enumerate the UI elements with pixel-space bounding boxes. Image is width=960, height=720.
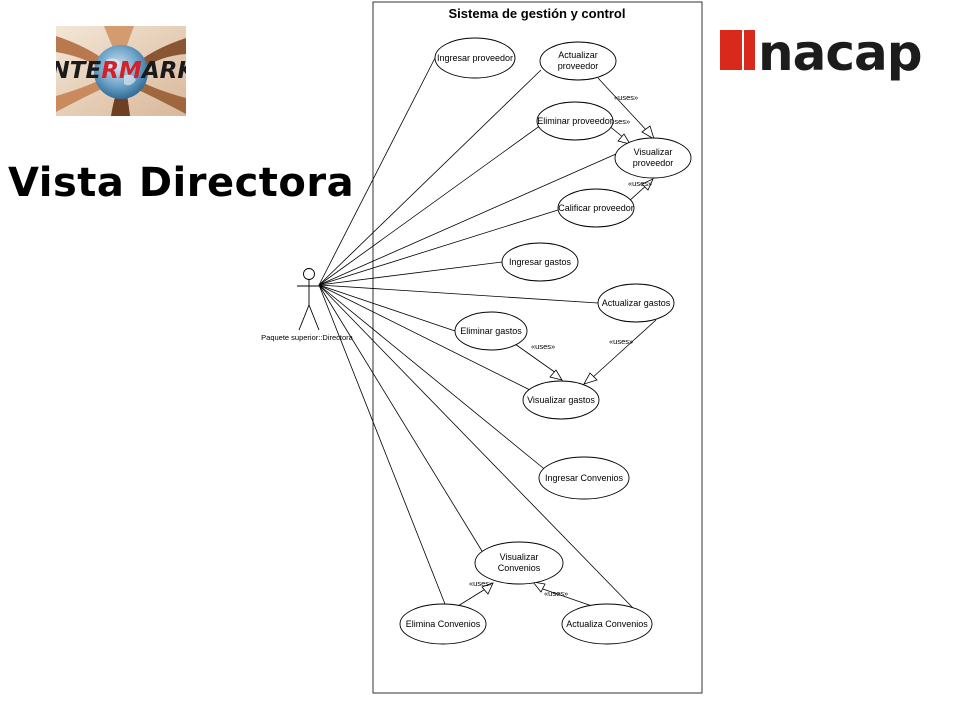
- svg-text:Ingresar gastos: Ingresar gastos: [509, 257, 572, 267]
- system-boundary: [372, 1, 703, 694]
- svg-text:«uses»: «uses»: [531, 342, 555, 351]
- svg-text:Actualizar gastos: Actualizar gastos: [602, 298, 671, 308]
- svg-text:«uses»: «uses»: [544, 589, 568, 598]
- actor-head: [303, 268, 315, 280]
- svg-text:Visualizar: Visualizar: [500, 552, 539, 562]
- globe-graphic: [94, 45, 148, 99]
- use-case-visualizar-proveedor[interactable]: Visualizar proveedor: [614, 137, 692, 179]
- use-case-visualizar-convenios[interactable]: Visualizar Convenios: [474, 541, 564, 585]
- actor-directora[interactable]: [297, 268, 321, 331]
- svg-text:Visualizar: Visualizar: [634, 147, 673, 157]
- use-case-elimina-convenios[interactable]: Elimina Convenios: [399, 603, 487, 645]
- use-case-calificar-proveedor[interactable]: Calificar proveedor: [557, 188, 635, 228]
- svg-text:Eliminar proveedor: Eliminar proveedor: [537, 116, 613, 126]
- svg-text:proveedor: proveedor: [633, 158, 674, 168]
- svg-text:«uses»: «uses»: [628, 179, 652, 188]
- use-case-ingresar-proveedor[interactable]: Ingresar proveedor: [434, 37, 516, 79]
- svg-text:Ingresar proveedor: Ingresar proveedor: [437, 53, 513, 63]
- use-case-ingresar-gastos[interactable]: Ingresar gastos: [501, 242, 579, 282]
- svg-text:proveedor: proveedor: [558, 61, 599, 71]
- intermark-wordmark: INTERMARK: [56, 58, 186, 84]
- association-lines: [318, 57, 635, 610]
- use-case-actualiza-convenios[interactable]: Actualiza Convenios: [561, 603, 653, 645]
- svg-text:Actualizar: Actualizar: [558, 50, 598, 60]
- svg-text:Actualiza Convenios: Actualiza Convenios: [566, 619, 648, 629]
- svg-text:Calificar proveedor: Calificar proveedor: [558, 203, 634, 213]
- intermark-logo: INTERMARK: [56, 26, 186, 116]
- use-case-ingresar-convenios[interactable]: Ingresar Convenios: [538, 456, 630, 500]
- svg-text:Eliminar gastos: Eliminar gastos: [460, 326, 522, 336]
- svg-text:Visualizar gastos: Visualizar gastos: [527, 395, 595, 405]
- svg-text:«uses»: «uses»: [469, 579, 493, 588]
- use-case-actualizar-proveedor[interactable]: Actualizar proveedor: [539, 41, 617, 81]
- svg-text:«uses»: «uses»: [609, 337, 633, 346]
- svg-text:«uses»: «uses»: [614, 93, 638, 102]
- inacap-logo: nacap: [720, 24, 923, 82]
- use-case-actualizar-gastos[interactable]: Actualizar gastos: [597, 283, 675, 323]
- actor-label: Paquete superior::Directora: [261, 333, 354, 342]
- inacap-wordmark: nacap: [758, 24, 922, 82]
- system-title: Sistema de gestión y control: [449, 6, 626, 21]
- svg-text:Convenios: Convenios: [498, 563, 541, 573]
- uses-dependencies: [457, 77, 657, 607]
- use-case-eliminar-gastos[interactable]: Eliminar gastos: [454, 311, 528, 351]
- svg-text:Elimina Convenios: Elimina Convenios: [406, 619, 481, 629]
- uses-labels: «uses» «uses» «uses» «uses» «uses» «uses…: [469, 93, 652, 598]
- svg-text:«uses»: «uses»: [606, 117, 630, 126]
- slide-title: Vista Directora: [8, 160, 355, 206]
- svg-text:Ingresar Convenios: Ingresar Convenios: [545, 473, 624, 483]
- hands-graphic: [56, 26, 186, 116]
- use-case-eliminar-proveedor[interactable]: Eliminar proveedor: [536, 101, 614, 141]
- use-case-visualizar-gastos[interactable]: Visualizar gastos: [522, 380, 600, 420]
